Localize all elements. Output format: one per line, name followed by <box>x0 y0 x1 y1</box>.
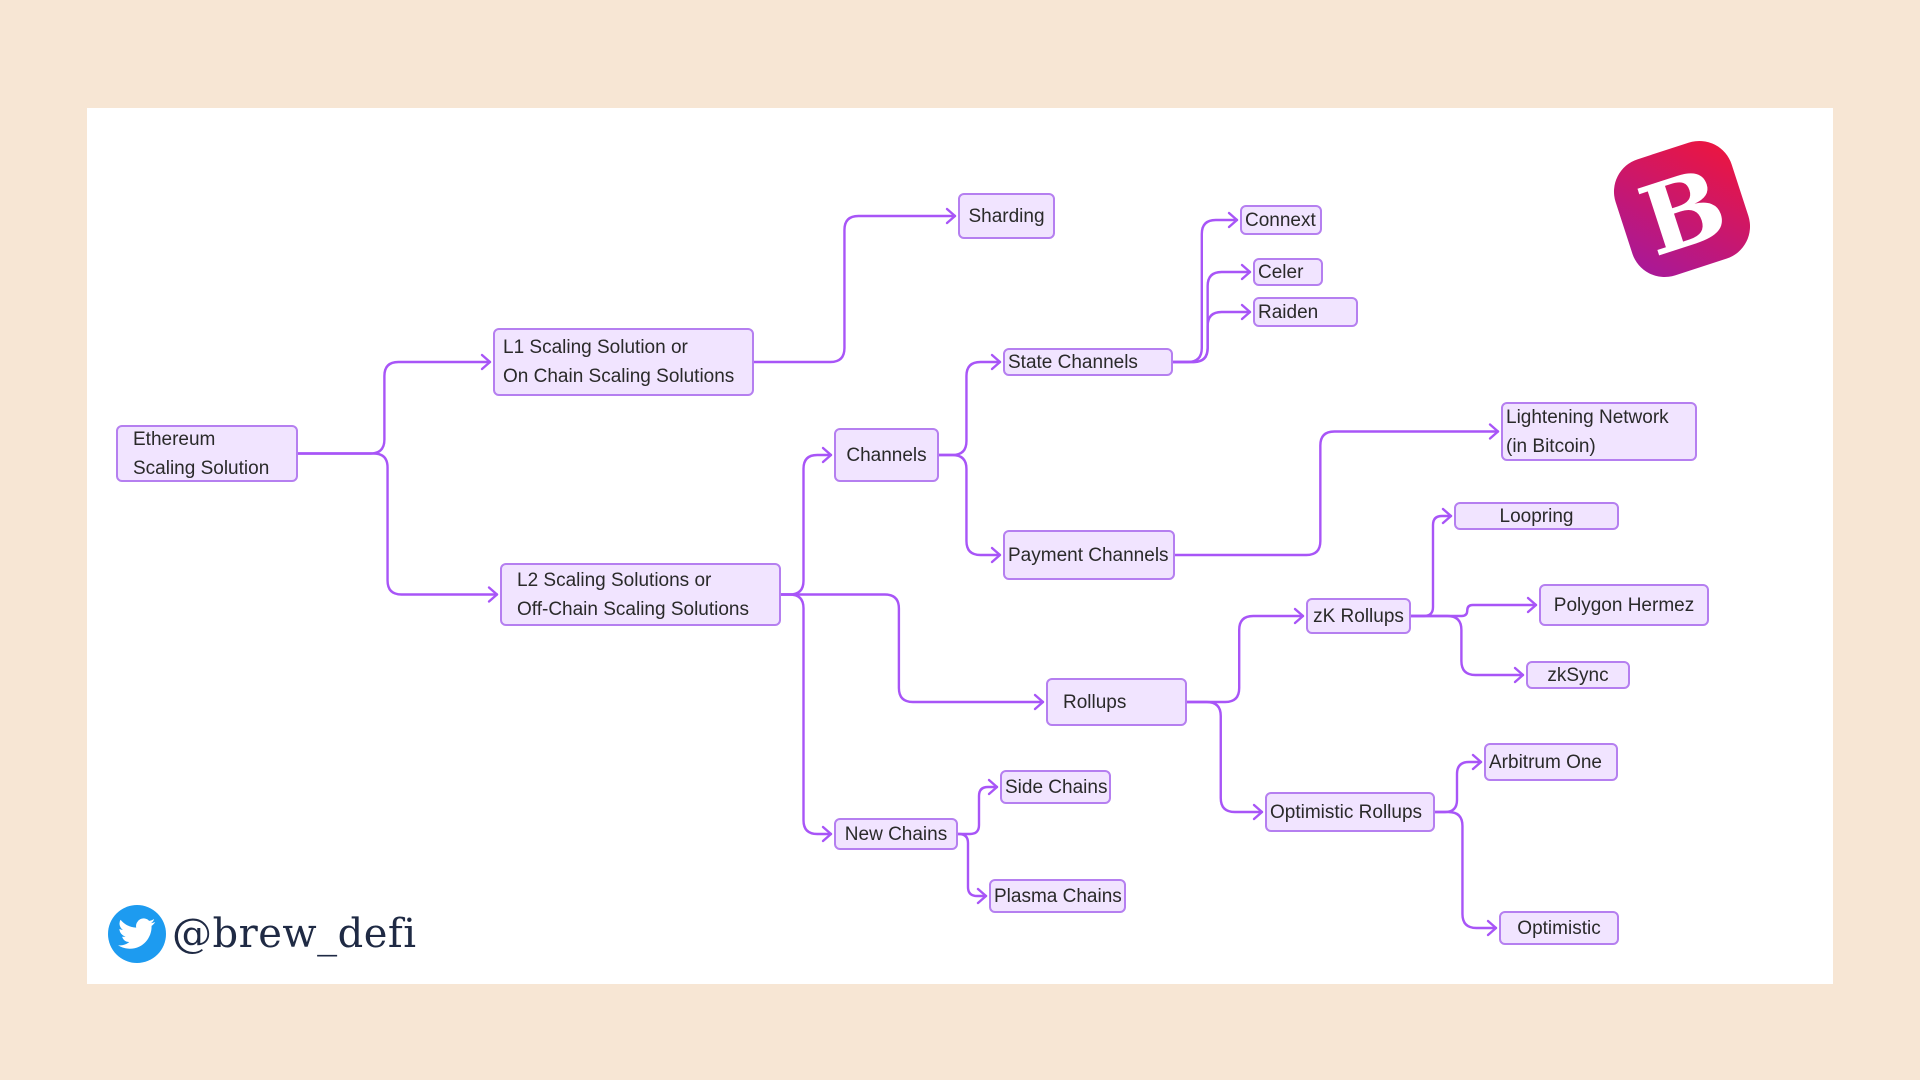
node-label-line2: Scaling Solution <box>133 457 270 479</box>
node-label: Celer <box>1258 261 1304 283</box>
node-label: Side Chains <box>1005 776 1108 798</box>
arrowhead-channels <box>821 446 833 464</box>
connector-zk_rollups-to-zksync <box>1409 614 1525 677</box>
node-label: zkSync <box>1547 664 1609 686</box>
node-zksync: zkSync <box>1526 661 1630 689</box>
node-l2-scaling: L2 Scaling Solutions or Off-Chain Scalin… <box>500 563 781 626</box>
connector-rollups-to-optimistic_rollups <box>1185 700 1264 814</box>
node-label: Connext <box>1245 209 1316 231</box>
node-rollups: Rollups <box>1046 678 1187 726</box>
connector-new_chains-to-plasma_chains <box>956 832 988 898</box>
node-label: Polygon Hermez <box>1553 594 1695 616</box>
node-connext: Connext <box>1240 205 1322 235</box>
node-label: Loopring <box>1499 505 1574 527</box>
node-celer: Celer <box>1253 258 1323 286</box>
connector-ethereum-to-l2 <box>296 452 499 596</box>
node-plasma-chains: Plasma Chains <box>989 879 1126 913</box>
connector-optimistic_rollups-to-optimistic <box>1433 810 1498 930</box>
arrowhead-sharding <box>945 207 957 225</box>
node-label-line1: Ethereum <box>133 428 216 450</box>
arrowhead-payment_channels <box>990 546 1002 564</box>
arrowhead-loopring <box>1441 507 1453 525</box>
node-optimistic: Optimistic <box>1499 911 1619 945</box>
arrowhead-polygon_hermez <box>1526 596 1538 614</box>
node-label: Optimistic Rollups <box>1270 801 1423 823</box>
arrowhead-new_chains <box>821 825 833 843</box>
twitter-bird-icon <box>108 905 166 963</box>
node-sharding: Sharding <box>958 193 1055 239</box>
arrowhead-optimistic_rollups <box>1252 803 1264 821</box>
arrowhead-side_chains <box>987 778 999 796</box>
node-label-line2: Off-Chain Scaling Solutions <box>517 598 749 620</box>
node-label: State Channels <box>1008 351 1138 373</box>
connector-state_channels-to-connext <box>1171 218 1239 364</box>
node-label: zK Rollups <box>1313 605 1404 627</box>
arrowhead-arbitrum_one <box>1471 753 1483 771</box>
node-loopring: Loopring <box>1454 502 1619 530</box>
node-label: Sharding <box>968 205 1045 227</box>
node-optimistic-rollups: Optimistic Rollups <box>1265 792 1435 832</box>
connector-channels-to-state_channels <box>937 360 1002 457</box>
node-label-line1: L2 Scaling Solutions or <box>517 569 712 591</box>
node-label: Arbitrum One <box>1489 751 1602 773</box>
node-state-channels: State Channels <box>1003 348 1173 376</box>
node-label: Optimistic <box>1517 917 1601 939</box>
node-label: Channels <box>846 444 927 466</box>
node-label-line2: (in Bitcoin) <box>1506 435 1596 457</box>
connector-zk_rollups-to-loopring <box>1409 514 1453 618</box>
node-label-line1: L1 Scaling Solution or <box>503 337 688 358</box>
connector-rollups-to-zk_rollups <box>1185 614 1305 704</box>
arrowhead-l2 <box>487 586 499 603</box>
node-raiden: Raiden <box>1253 297 1358 327</box>
brand-logo-icon: B <box>1613 140 1751 279</box>
twitter-bird-glyph <box>118 918 156 949</box>
node-label: Rollups <box>1063 691 1127 713</box>
connector-lines <box>296 207 1538 937</box>
node-label: Payment Channels <box>1008 544 1169 566</box>
arrowhead-raiden <box>1240 303 1252 321</box>
node-payment-channels: Payment Channels <box>1003 530 1175 580</box>
node-new-chains: New Chains <box>834 818 958 850</box>
connector-new_chains-to-side_chains <box>956 785 999 836</box>
twitter-handle[interactable]: @brew_defi <box>172 911 417 957</box>
arrowhead-zksync <box>1513 666 1525 684</box>
connector-l1-to-sharding <box>752 214 957 364</box>
connector-channels-to-payment_channels <box>937 453 1002 557</box>
node-lightening-network: Lightening Network (in Bitcoin) <box>1501 402 1697 461</box>
connector-payment_channels-to-lightening <box>1173 430 1500 557</box>
arrowhead-plasma_chains <box>976 887 988 905</box>
diagram-canvas: Ethereum Scaling Solution L1 Scaling Sol… <box>87 108 1833 984</box>
node-arbitrum-one: Arbitrum One <box>1484 743 1618 781</box>
node-zk-rollups: zK Rollups <box>1306 598 1411 634</box>
node-label: Plasma Chains <box>994 885 1122 907</box>
connector-l2-to-channels <box>779 453 833 596</box>
node-ethereum-scaling-solution: Ethereum Scaling Solution <box>116 425 298 482</box>
connector-l2-to-rollups <box>779 593 1045 704</box>
arrowhead-connext <box>1227 211 1239 229</box>
arrowhead-rollups <box>1033 693 1045 711</box>
node-l1-scaling: L1 Scaling Solution or On Chain Scaling … <box>493 328 754 396</box>
arrowhead-celer <box>1240 263 1252 281</box>
arrowhead-optimistic <box>1486 919 1498 937</box>
connector-l2-to-new_chains <box>779 593 833 836</box>
arrowhead-lightening <box>1488 423 1500 440</box>
connector-ethereum-to-l1 <box>296 360 492 455</box>
social-footer: @brew_defi <box>108 904 417 964</box>
node-side-chains: Side Chains <box>1000 770 1111 804</box>
connector-zk_rollups-to-polygon_hermez <box>1409 603 1538 618</box>
node-label-line2: On Chain Scaling Solutions <box>503 366 735 387</box>
node-channels: Channels <box>834 428 939 482</box>
node-label-line1: Lightening Network <box>1506 406 1669 428</box>
arrowhead-zk_rollups <box>1293 607 1305 625</box>
arrowhead-state_channels <box>990 353 1002 371</box>
connector-state_channels-to-raiden <box>1171 310 1252 364</box>
arrowhead-l1 <box>480 353 492 371</box>
node-polygon-hermez: Polygon Hermez <box>1539 584 1709 626</box>
node-label: New Chains <box>844 823 948 845</box>
node-label: Raiden <box>1258 301 1319 323</box>
